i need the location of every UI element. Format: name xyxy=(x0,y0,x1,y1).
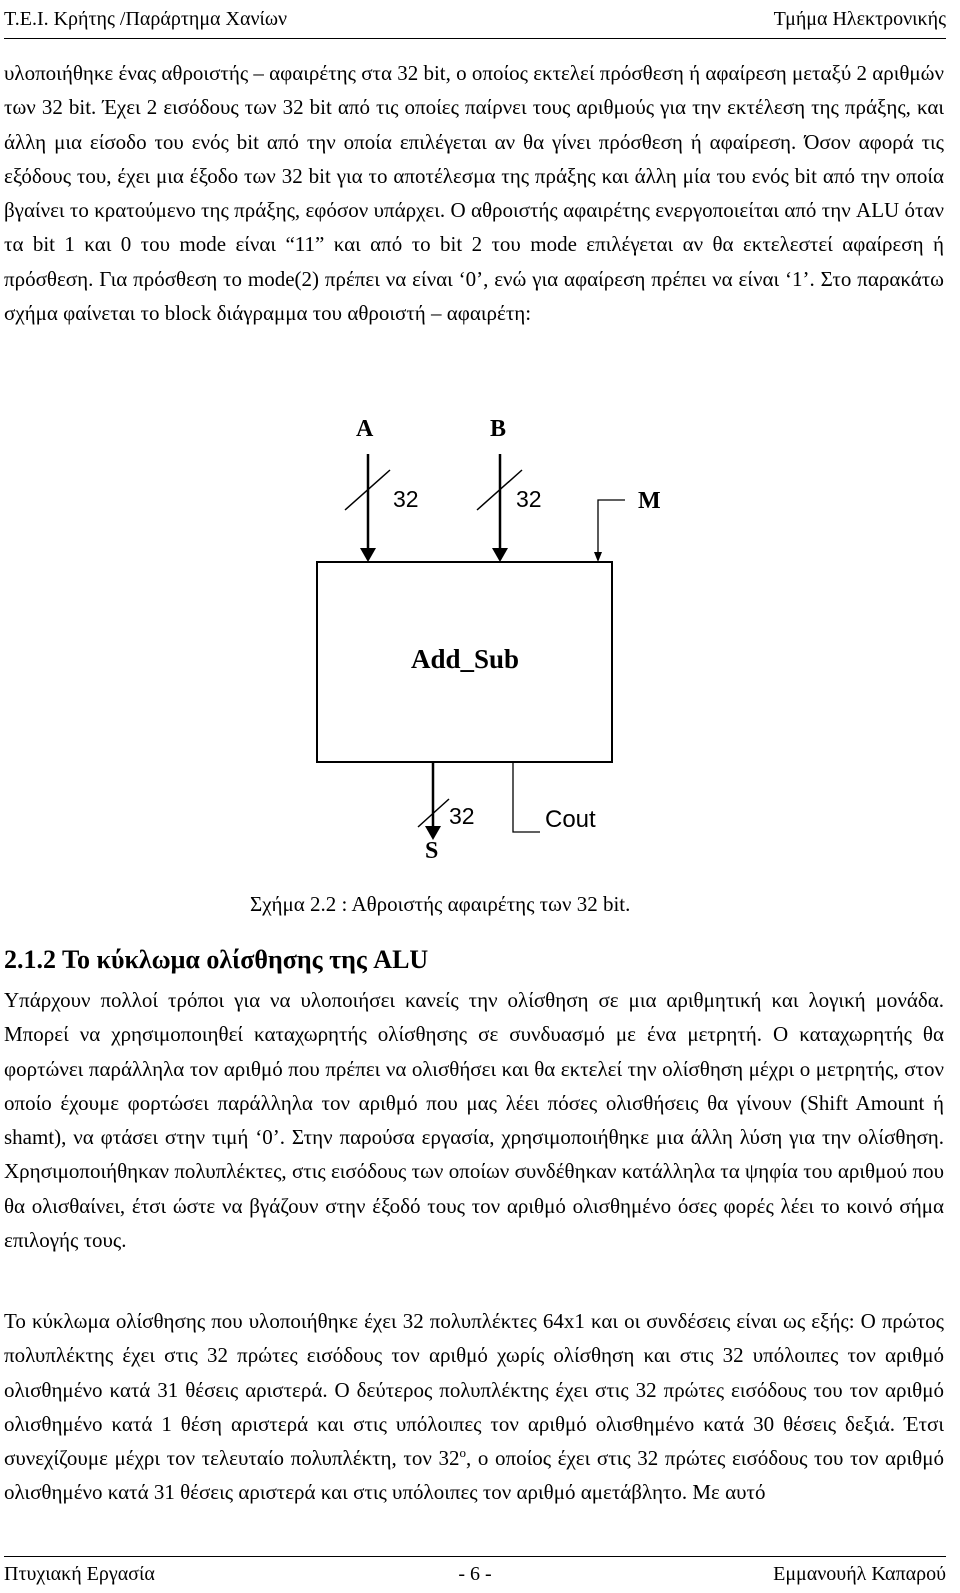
output-cout-wire xyxy=(512,762,540,833)
paragraph-shifter-methods: Υπάρχουν πολλοί τρόποι για να υλοποιήσει… xyxy=(4,988,944,1253)
figure-caption: Σχήμα 2.2 : Αθροιστής αφαιρέτης των 32 b… xyxy=(250,892,631,916)
footer-document-type: Πτυχιακή Εργασία xyxy=(4,1563,155,1585)
paragraph3-text-before: Το κύκλωμα ολίσθησης που υλοποιήθηκε έχε… xyxy=(4,1309,944,1471)
input-b-label: B xyxy=(490,416,506,442)
footer-author: Εμμανουήλ Καπαρού xyxy=(773,1563,946,1585)
input-a-width: 32 xyxy=(393,486,419,512)
add-sub-block-diagram: A 32 B 32 M Add_Sub 32 S Cout xyxy=(316,416,661,864)
section-heading: 2.1.2 Το κύκλωμα ολίσθησης της ALU xyxy=(4,945,429,974)
paragraph-shifter-implementation: Το κύκλωμα ολίσθησης που υλοποιήθηκε έχε… xyxy=(4,1304,944,1510)
ordinal-superscript: ο xyxy=(459,1445,466,1461)
input-a-arrowhead xyxy=(360,548,376,562)
header-institution: Τ.Ε.Ι. Κρήτης /Παράρτημα Χανίων xyxy=(4,8,288,30)
input-m-wire xyxy=(597,499,625,556)
output-cout-label: Cout xyxy=(545,806,596,833)
output-s-bus-slash xyxy=(417,798,450,828)
add-sub-block xyxy=(316,561,613,763)
input-m-label: M xyxy=(638,488,661,514)
paragraph-adder-description: υλοποιήθηκε ένας αθροιστής – αφαιρέτης σ… xyxy=(4,61,944,326)
paragraph3-text-after: , ο οποίος έχει στις 32 πρώτες εισόδους … xyxy=(4,1446,944,1505)
input-m-arrowhead xyxy=(594,552,602,562)
input-b-width: 32 xyxy=(516,486,542,512)
add-sub-block-label: Add_Sub xyxy=(411,644,519,674)
page-header: Τ.Ε.Ι. Κρήτης /Παράρτημα Χανίων Τμήμα Ηλ… xyxy=(4,4,946,39)
page-footer: Πτυχιακή Εργασία - 6 - Εμμανουήλ Καπαρού xyxy=(4,1556,946,1591)
header-department: Τμήμα Ηλεκτρονικής xyxy=(773,8,946,30)
output-s-label: S xyxy=(425,838,438,864)
footer-page-number: - 6 - xyxy=(458,1563,492,1585)
input-a-bus-slash xyxy=(344,469,391,511)
input-a-label: A xyxy=(356,416,374,442)
input-b-arrowhead xyxy=(492,548,508,562)
output-s-arrowhead xyxy=(425,826,441,840)
output-s-width: 32 xyxy=(449,803,475,829)
input-b-bus-slash xyxy=(476,469,523,511)
